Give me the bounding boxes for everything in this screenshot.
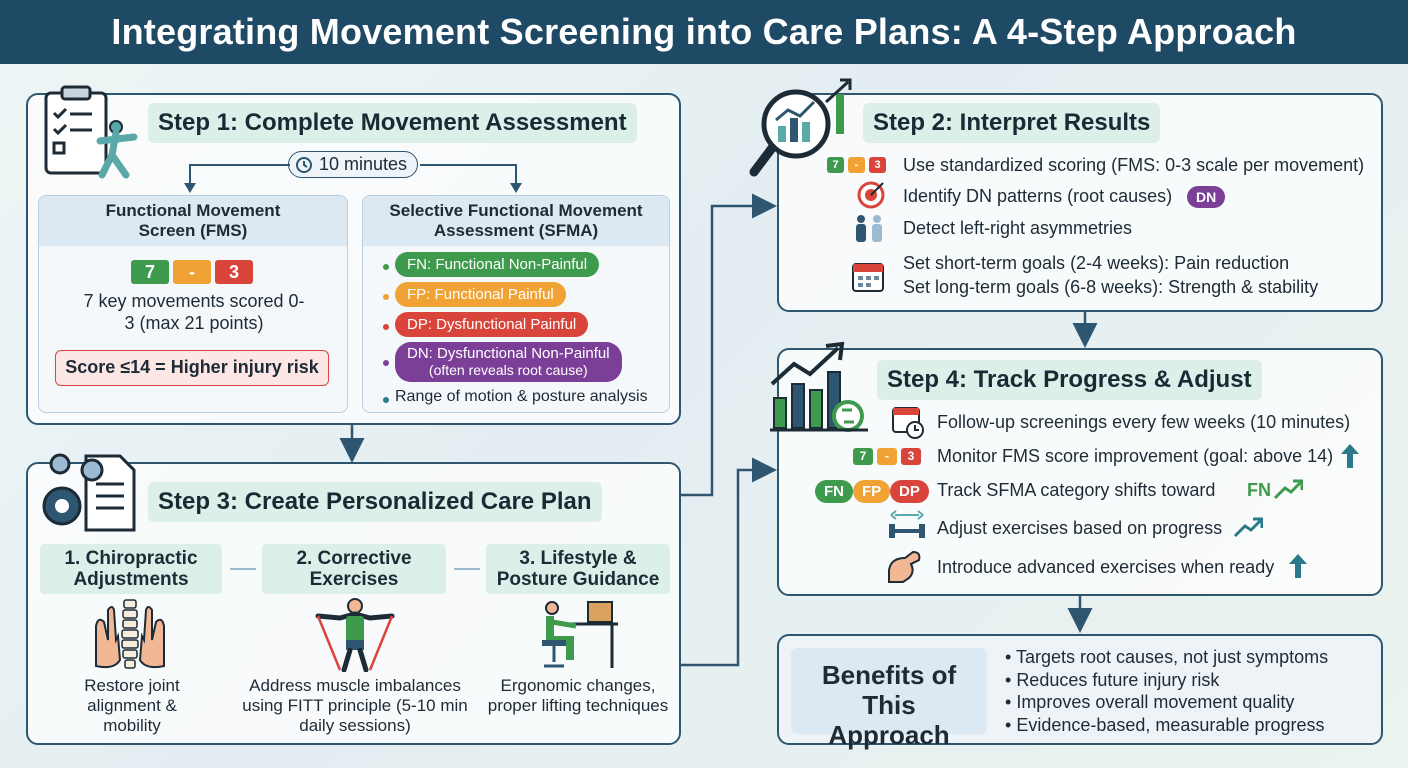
bullet: [383, 360, 389, 366]
bullet: [383, 397, 389, 403]
col3-heading: 3. Lifestyle & Posture Guidance: [486, 544, 670, 594]
score-dash: -: [848, 157, 865, 173]
fms-box: Functional Movement Screen (FMS) 7 - 3 7…: [38, 195, 348, 413]
flexed-arm-icon: [888, 550, 921, 583]
page-title: Integrating Movement Screening into Care…: [0, 0, 1408, 64]
step4-item-2: Monitor FMS score improvement (goal: abo…: [937, 446, 1334, 466]
sfma-heading: Selective Functional Movement Assessment…: [363, 196, 669, 246]
score-high: 3: [215, 260, 253, 284]
pill-dn-note: (often reveals root cause): [428, 362, 588, 378]
badge-fp: FP: [853, 480, 891, 503]
step3-title: Step 3: Create Personalized Care Plan: [148, 482, 602, 522]
step2-panel: Step 2: Interpret Results 7 - 3 Use stan…: [777, 93, 1383, 312]
growth-chart-icon: [770, 341, 868, 432]
rom-text: Range of motion & posture analysis: [395, 388, 648, 405]
col-connector: [230, 568, 256, 570]
clock-icon: [296, 156, 312, 173]
ergonomic-desk-icon: [542, 601, 618, 668]
pill-fn: FN: Functional Non-Painful: [395, 252, 600, 277]
clipboard-person-icon: [44, 85, 138, 179]
pill-fp: FP: Functional Painful: [395, 282, 566, 307]
time-branch-arrows: [184, 164, 522, 193]
step2-title: Step 2: Interpret Results: [863, 103, 1161, 143]
calendar-clock-icon: [892, 407, 924, 439]
badge-dp: DP: [890, 480, 929, 503]
up-arrow-icon: [1341, 444, 1359, 468]
benefits-panel: Benefits of This Approach • Targets root…: [777, 634, 1383, 750]
resistance-band-exercise-icon: [315, 598, 395, 672]
fn-highlight: FN: [1247, 480, 1271, 500]
pill-dn: DN: Dysfunctional Non-Painful (often rev…: [395, 342, 622, 382]
col1-description: Restore joint alignment & mobility: [84, 676, 180, 735]
time-badge: 10 minutes: [288, 151, 419, 178]
step4-item-4: Adjust exercises based on progress: [937, 518, 1223, 538]
trend-up-icon: [1273, 479, 1303, 500]
step4-item-5: Introduce advanced exercises when ready: [937, 557, 1275, 577]
benefit-item: • Reduces future injury risk: [1005, 669, 1220, 690]
step2-item-2: Identify DN patterns (root causes): [903, 186, 1173, 206]
pill-dp: DP: Dysfunctional Painful: [395, 312, 589, 337]
benefits-list: • Targets root causes, not just symptoms…: [1005, 646, 1328, 736]
benefit-item: • Improves overall movement quality: [1005, 692, 1295, 712]
bullet: [383, 324, 389, 330]
score-low: 7: [131, 260, 169, 284]
up-arrow-icon: [1289, 554, 1307, 578]
score-scale-mini: 7 - 3: [853, 448, 921, 465]
magnifier-chart-icon: [749, 78, 852, 177]
sfma-box: Selective Functional Movement Assessment…: [362, 195, 670, 413]
step2-item-5: Set long-term goals (6-8 weeks): Strengt…: [903, 277, 1319, 297]
target-icon: [857, 181, 885, 209]
step1-panel: Step 1: Complete Movement Assessment 10 …: [26, 85, 681, 425]
col3-description: Ergonomic changes, proper lifting techni…: [487, 676, 669, 715]
col-connector: [454, 568, 480, 570]
step2-item-4: Set short-term goals (2-4 weeks): Pain r…: [903, 253, 1290, 273]
people-icon: [856, 215, 882, 242]
pill-dn-label: DN: Dysfunctional Non-Painful: [407, 345, 610, 362]
dn-badge: DN: [1187, 186, 1226, 208]
time-label: 10 minutes: [319, 154, 408, 174]
col2-description: Address muscle imbalances using FITT pri…: [242, 676, 468, 735]
col1-heading: 1. Chiropractic Adjustments: [40, 544, 222, 594]
step2-item-1: Use standardized scoring (FMS: 0-3 scale…: [903, 155, 1365, 175]
score-scale-mini: 7 - 3: [827, 157, 886, 173]
benefit-item: • Evidence-based, measurable progress: [1005, 714, 1325, 735]
score-dash: -: [173, 260, 211, 284]
trend-up-icon: [1233, 517, 1263, 538]
benefit-item: • Targets root causes, not just symptoms: [1005, 647, 1329, 667]
bullet: [383, 294, 389, 300]
score-dash: -: [877, 448, 897, 465]
fms-score-scale: 7 - 3: [131, 260, 253, 284]
step4-title: Step 4: Track Progress & Adjust: [877, 360, 1262, 400]
bullet: [383, 264, 389, 270]
step2-item-3: Detect left-right asymmetries: [903, 218, 1133, 238]
col2-heading: 2. Corrective Exercises: [262, 544, 446, 594]
score-high: 3: [869, 157, 886, 173]
dumbbell-icon: [889, 510, 925, 538]
fms-heading: Functional Movement Screen (FMS): [39, 196, 347, 246]
score-low: 7: [827, 157, 844, 173]
step4-panel: Step 4: Track Progress & Adjust Follow-u…: [777, 348, 1383, 596]
score-low: 7: [853, 448, 873, 465]
step1-title: Step 1: Complete Movement Assessment: [148, 103, 637, 143]
step4-item-1: Follow-up screenings every few weeks (10…: [937, 412, 1351, 432]
score-high: 3: [901, 448, 921, 465]
benefits-title: Benefits of This Approach: [791, 648, 987, 750]
step4-item-3: Track SFMA category shifts toward: [937, 480, 1216, 500]
injury-risk-box: Score ≤14 = Higher injury risk: [55, 350, 329, 386]
fms-description: 7 key movements scored 0-3 (max 21 point…: [83, 291, 305, 333]
calendar-icon: [852, 263, 884, 292]
hands-spine-icon: [95, 599, 165, 669]
gears-document-icon: [42, 453, 136, 532]
badge-fn: FN: [815, 480, 853, 503]
